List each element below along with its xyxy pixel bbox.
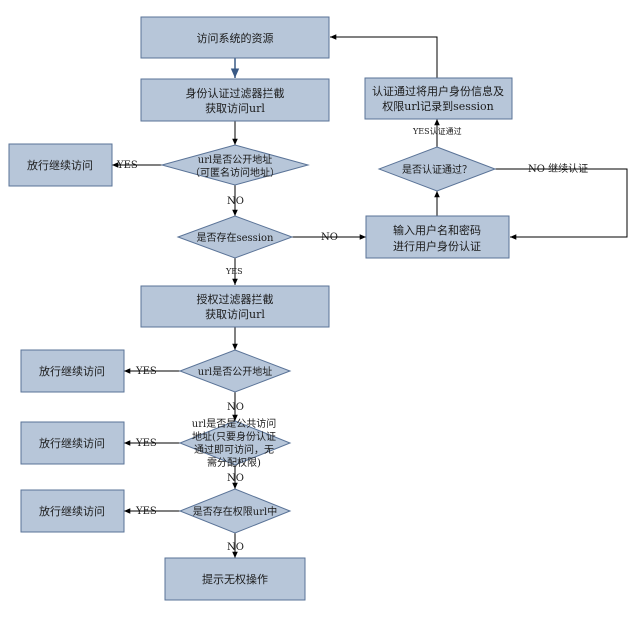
node-allow-3-text: 放行继续访问 <box>39 436 105 450</box>
node-record-session-text-2: 权限url记录到session <box>382 100 494 113</box>
label-yes-perm: YES <box>135 506 157 517</box>
label-yes-auth: YES认证通过 <box>412 126 462 136</box>
label-no-common: NO <box>227 473 244 484</box>
node-access-resource: 访问系统的资源 <box>140 16 330 59</box>
node-auth-filter: 身份认证过滤器拦截 获取访问url <box>140 78 330 122</box>
decision-common-url-text-4: 需分配权限) <box>207 456 261 469</box>
decision-auth-passed-text: 是否认证通过？ <box>402 163 472 176</box>
node-perm-filter-text-1: 授权过滤器拦截 <box>197 292 274 306</box>
decision-common-url-text-1: url是否是公共访问 <box>192 417 276 430</box>
label-yes-public: YES <box>135 366 157 377</box>
node-allow-2-text: 放行继续访问 <box>39 364 105 378</box>
label-yes-session: YES <box>225 267 243 276</box>
label-yes-anonymous: YES <box>116 160 138 171</box>
node-login-input: 输入用户名和密码 进行用户身份认证 <box>365 215 510 259</box>
node-allow-3: 放行继续访问 <box>20 421 125 465</box>
decision-common-url-text-3: 通过即可访问，无 <box>194 443 274 456</box>
node-allow-4: 放行继续访问 <box>20 489 125 533</box>
decision-common-url-text-2: 地址(只要身份认证 <box>192 430 276 443</box>
decision-auth-passed: 是否认证通过？ <box>377 146 497 192</box>
node-perm-filter-text-2: 获取访问url <box>205 308 265 321</box>
node-login-input-text-2: 进行用户身份认证 <box>393 239 481 253</box>
decision-anonymous-url-text-2: （可匿名访问地址） <box>190 166 280 179</box>
label-no-perm: NO <box>227 542 244 553</box>
decision-public-url: url是否公开地址 <box>178 349 292 393</box>
node-perm-filter: 授权过滤器拦截 获取访问url <box>140 285 330 328</box>
node-auth-filter-text-1: 身份认证过滤器拦截 <box>186 86 285 100</box>
decision-session-exists: 是否存在session <box>176 215 294 259</box>
decision-anonymous-url: url是否公开地址 （可匿名访问地址） <box>160 144 310 186</box>
node-record-session-text-1: 认证通过将用户身份信息及 <box>372 84 504 98</box>
decision-anonymous-url-text-1: url是否公开地址 <box>198 153 272 166</box>
decision-session-exists-text: 是否存在session <box>197 231 275 244</box>
label-no-anonymous: NO <box>227 196 244 207</box>
label-yes-common: YES <box>135 438 157 449</box>
node-deny: 提示无权操作 <box>164 557 306 601</box>
node-auth-filter-text-2: 获取访问url <box>205 102 265 115</box>
node-allow-1: 放行继续访问 <box>8 143 113 187</box>
decision-public-url-text: url是否公开地址 <box>198 365 272 378</box>
node-login-input-text-1: 输入用户名和密码 <box>393 223 481 237</box>
decision-perm-url: 是否存在权限url中 <box>178 488 292 534</box>
node-deny-text: 提示无权操作 <box>202 572 268 586</box>
label-no-public: NO <box>227 402 244 413</box>
node-allow-2: 放行继续访问 <box>20 349 125 393</box>
decision-perm-url-text: 是否存在权限url中 <box>193 505 277 518</box>
node-allow-4-text: 放行继续访问 <box>39 504 105 518</box>
node-record-session: 认证通过将用户身份信息及 权限url记录到session <box>364 77 513 120</box>
label-no-auth: NO 继续认证 <box>528 162 588 175</box>
node-allow-1-text: 放行继续访问 <box>27 158 93 172</box>
edge-auth-no-to-login <box>495 168 628 240</box>
edge-record-to-access <box>330 34 438 78</box>
decision-common-url: url是否是公共访问 地址(只要身份认证 通过即可访问，无 需分配权限) <box>178 417 292 469</box>
node-access-resource-text: 访问系统的资源 <box>197 31 274 45</box>
label-no-session: NO <box>321 232 338 243</box>
